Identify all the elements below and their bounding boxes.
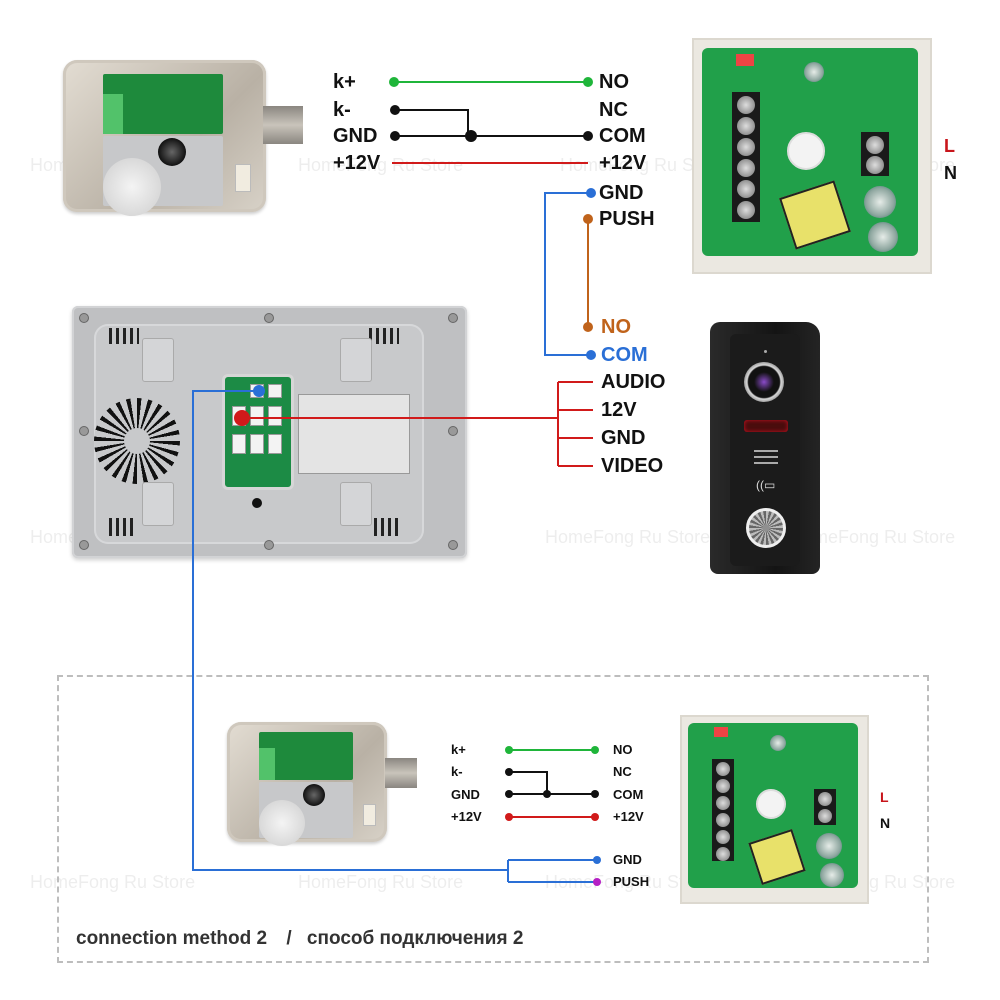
- terminal-dot: [390, 131, 400, 141]
- doorstation-relay-no: NO: [601, 316, 631, 338]
- doorstation-wire-gnd: GND: [601, 427, 646, 449]
- terminal-dot: [389, 77, 399, 87]
- lock-terminal-gnd: GND: [333, 125, 378, 147]
- controller-terminal-push: PUSH: [599, 208, 655, 230]
- access-controller-image: [692, 38, 932, 274]
- terminal-dot: [583, 214, 593, 224]
- terminal-dot: [583, 131, 593, 141]
- terminal-dot: [390, 105, 400, 115]
- controller-terminal-com: COM: [599, 125, 646, 147]
- m2-lock-terminal-kminus: k-: [451, 764, 463, 779]
- doorstation-wire-12v: 12V: [601, 399, 637, 421]
- m2-controller-terminal-nc: NC: [613, 764, 632, 779]
- terminal-dot: [593, 878, 601, 886]
- monitor-door-port-dot: [234, 410, 250, 426]
- controller-terminal-gnd: GND: [599, 182, 644, 204]
- electric-lock-image-method2: [227, 722, 417, 846]
- lock-terminal-kplus: k+: [333, 71, 356, 93]
- rfid-card-icon: ((▭: [756, 478, 776, 492]
- watermark: HomeFong Ru Store: [560, 155, 726, 175]
- m2-controller-terminal-com: COM: [613, 787, 644, 802]
- lock-terminal-kminus: k-: [333, 99, 351, 121]
- caption-ru: способ подключения 2: [306, 928, 524, 949]
- doorstation-wire-audio: AUDIO: [601, 371, 666, 393]
- doorstation-relay-com: COM: [601, 344, 648, 366]
- wire-monitor-unlock: [192, 390, 508, 871]
- m2-lock-terminal-kplus: k+: [451, 742, 466, 757]
- caption-en: connection method 2: [76, 928, 268, 949]
- watermark: HomeFong Ru Store: [298, 155, 464, 175]
- m2-mains-label-l: L: [880, 789, 889, 805]
- indoor-monitor-image: [72, 306, 467, 558]
- method2-frame: [57, 675, 929, 963]
- method2-caption: connection method 2 / способ подключения…: [76, 928, 523, 950]
- m2-mains-label-n: N: [880, 815, 891, 831]
- electric-lock-image: [63, 60, 303, 216]
- m2-controller-terminal-no: NO: [613, 742, 633, 757]
- wire-gnd-com-doorstation: [544, 192, 591, 356]
- m2-lock-terminal-12v: +12V: [451, 809, 482, 824]
- terminal-dot: [586, 188, 596, 198]
- terminal-dot: [586, 350, 596, 360]
- junction-dot: [465, 130, 477, 142]
- m2-lock-terminal-gnd: GND: [451, 787, 480, 802]
- lock-terminal-12v: +12V: [333, 152, 381, 174]
- m2-button-terminal-gnd: GND: [613, 852, 642, 867]
- terminal-dot: [593, 856, 601, 864]
- controller-terminal-no: NO: [599, 71, 629, 93]
- terminal-dot: [583, 322, 593, 332]
- watermark: HomeFong Ru Store: [298, 872, 464, 892]
- controller-terminal-12v: +12V: [599, 152, 647, 174]
- m2-controller-terminal-12v: +12V: [613, 809, 644, 824]
- controller-terminal-nc: NC: [599, 99, 628, 121]
- access-controller-image-method2: [680, 715, 869, 904]
- watermark: HomeFong Ru Store: [30, 872, 196, 892]
- m2-button-terminal-push: PUSH: [613, 874, 650, 889]
- caption-separator: /: [286, 928, 292, 949]
- mains-label-l: L: [944, 136, 955, 156]
- mains-label-n: N: [944, 163, 957, 183]
- outdoor-door-station-image: ((▭: [710, 322, 820, 574]
- wire-kminus-com: [395, 109, 469, 136]
- watermark: HomeFong Ru Store: [545, 527, 711, 547]
- watermark: HomeFong Ru Store: [545, 872, 711, 892]
- watermark: HomeFong Ru Store: [790, 527, 956, 547]
- doorstation-wire-video: VIDEO: [601, 455, 664, 477]
- terminal-dot: [583, 77, 593, 87]
